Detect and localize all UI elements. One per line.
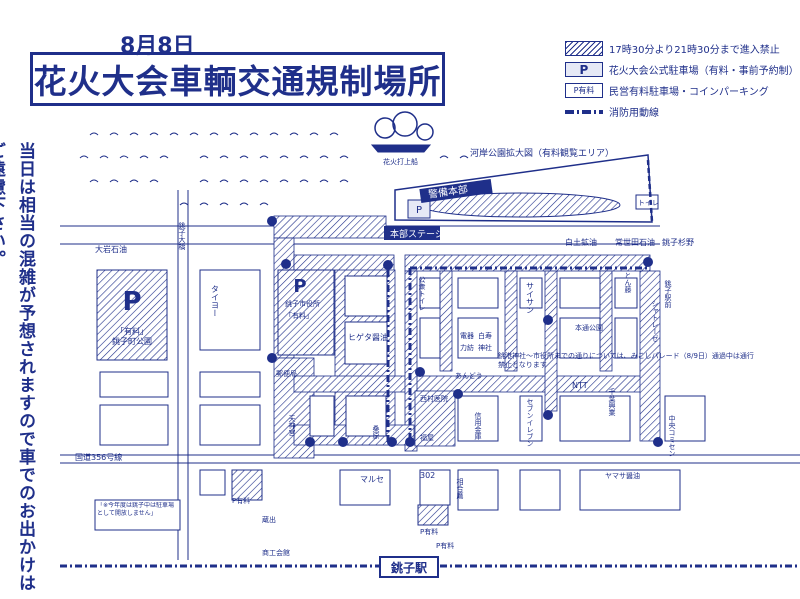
fireworks-boat-icon [370, 111, 434, 153]
public-toilet-label: 公衆トイレ [418, 276, 426, 311]
seven-label: セブンイレブン [526, 398, 534, 447]
kurade-label: 蔵出 [262, 515, 276, 524]
side-note: 当日は相当の混雑が予想されますので車でのお出かけはご遠慮下さい。 [0, 142, 35, 592]
tokiwa-label: 常世田石油 [615, 237, 655, 247]
shrine-note: 銚港神社～市役所までの通りについては、みこしパレード（8/9日）通過中は通行禁止… [498, 352, 754, 369]
park-name-label: 銚子町公園 [112, 336, 152, 346]
building-302-label: 302 [420, 471, 435, 480]
hondori-park-label: 本通公園 [575, 323, 603, 332]
hakuju-label: 白寿 [478, 331, 492, 340]
note-box [94, 499, 181, 531]
legend-item-fire-route: 消防用動線 [565, 101, 797, 122]
shiroshika-label: 白土鉱油 [565, 237, 597, 247]
station-front-label: 銚子駅前 [664, 279, 672, 309]
post-office-label: 郵便局 [276, 369, 297, 378]
shinkin-label: 信用金庫 [474, 411, 482, 441]
tenjin-label: 天神宮 [288, 415, 296, 437]
legend-item-private-parking: P有料 民営有料駐車場・コインパーキング [565, 80, 797, 101]
legend-item-closed-roads: 17時30分より21時30分まで進入禁止 [565, 38, 797, 59]
parking-icon: P [565, 62, 603, 77]
bridge-label: 銚子大橋 [178, 221, 186, 251]
taiyo-label: タイヨー [211, 285, 220, 317]
fukuya-label: 福屋 [420, 433, 434, 442]
anzu-label: あんどう [455, 372, 483, 380]
page-title: 花火大会車輌交通規制場所 [33, 62, 442, 101]
station-box [379, 556, 439, 578]
park-toilet [635, 194, 659, 210]
suginoya-label: 銚子杉野 [662, 237, 694, 247]
fireworks-boat-label: 花火打上船 [383, 157, 418, 166]
hatch-swatch-icon [565, 41, 603, 56]
chateau-label: シャトレーゼ [651, 300, 659, 342]
ntt-label: NTT [572, 381, 588, 390]
city-office-fee-label: 「有料」 [285, 311, 313, 320]
yamasa-label: ヤマサ醤油 [605, 471, 640, 480]
note-box-text: 「※今年度は銚子中は駐車場として開放しません」 [97, 502, 174, 517]
higeta-label: ヒゲタ醤油 [348, 332, 388, 342]
paid-parking-icon: P有料 [565, 83, 603, 98]
route-356-label: 国道356号線 [75, 452, 122, 462]
park-parking-symbol: P [416, 205, 422, 216]
saisan-label: サイサン [526, 282, 535, 314]
city-office-parking-icon: P [293, 276, 306, 297]
stage-box [384, 226, 440, 240]
rikibo-label: 力紡 [460, 343, 474, 352]
park-parking-icon [407, 199, 431, 219]
stage-label: 本部ステージ [390, 228, 444, 240]
riverside-park-label: 河岸公園拡大図（有料観覧エリア） [470, 147, 614, 159]
kurayoshi-label: 相合鷹 [456, 477, 464, 500]
paid-parking-label-2: P有料 [420, 527, 438, 536]
marusei-label: マルセ [360, 475, 384, 484]
shokokaigisho-label: 商工会館 [262, 548, 290, 557]
legend-label: 17時30分より21時30分まで進入禁止 [609, 45, 780, 56]
legend-item-official-parking: P 花火大会公式駐車場（有料・事前予約制） [565, 59, 799, 80]
legend-label: 花火大会公式駐車場（有料・事前予約制） [608, 66, 799, 77]
hq-box [419, 179, 493, 203]
no-entry-markers [267, 216, 663, 447]
legend-label: 消防用動線 [609, 108, 659, 119]
legend: 17時30分より21時30分まで進入禁止 P 花火大会公式駐車場（有料・事前予約… [565, 38, 799, 122]
fire-route-park [646, 159, 654, 223]
dash-dot-line-icon [565, 109, 603, 114]
kuwabara-label: 桑原 [372, 424, 380, 439]
park-toilet-label: トイレ [638, 199, 659, 207]
chuo-label: 中央コミセン [668, 414, 676, 457]
nishimura-label: 西村医院 [420, 394, 448, 403]
denki-label: 電器 [460, 332, 474, 340]
city-blocks [96, 269, 706, 526]
tonkatsu-label: とん藤 [624, 272, 632, 294]
ooiwa-label: 大岩石油 [95, 244, 127, 254]
title-box: 花火大会車輌交通規制場所 [30, 52, 445, 106]
river-waves [79, 132, 469, 206]
official-parking-icon: P [122, 287, 141, 317]
paid-parking-label: P有料 [232, 496, 250, 505]
fire-route-lines [60, 266, 800, 568]
legend-label: 民営有料駐車場・コインパーキング [609, 87, 769, 98]
city-office-label: 銚子市役所 [285, 299, 320, 308]
station-label: 銚子駅 [391, 560, 428, 575]
park-fee-label: 「有料」 [116, 326, 148, 336]
paid-parking-label-3: P有料 [436, 541, 454, 550]
chiba-bank-label: 千葉興業 [608, 387, 616, 417]
kamisha-label: 神社 [478, 343, 492, 352]
